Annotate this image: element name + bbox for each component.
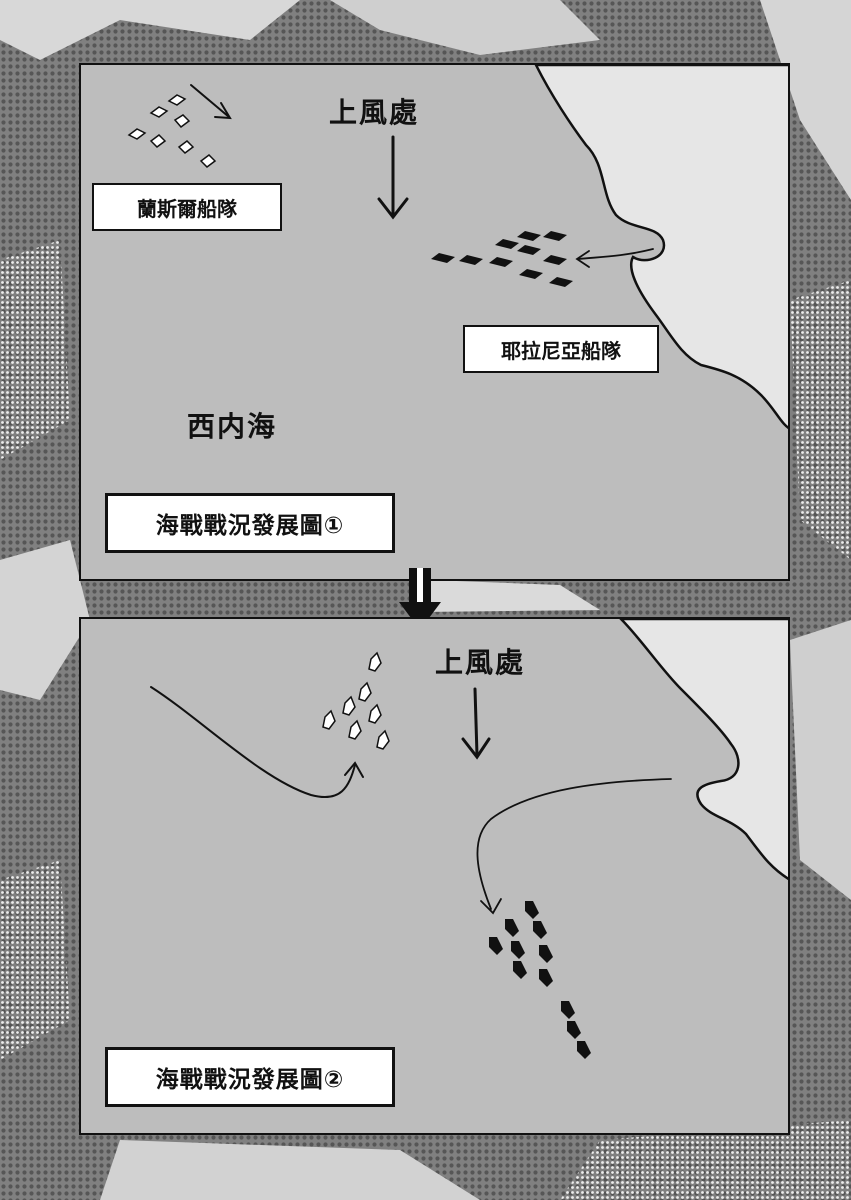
panel-1-title: 海戰戰況發展圖① [105, 493, 395, 553]
windward-arrow [461, 687, 491, 760]
windward-label: 上風處 [435, 646, 526, 679]
lanthierl-fleet-ships [322, 651, 390, 750]
coastline-land [534, 65, 788, 430]
lanthierl-fleet-arrow [190, 84, 232, 120]
lanthierl-fleet-ships [127, 94, 217, 168]
lanthierl-fleet-arrow [150, 686, 364, 798]
battle-map-panel-1: 上風處 蘭斯爾船隊 耶拉尼亞船隊 西内海 海戰戰況發展圖① [79, 63, 790, 581]
battle-map-panel-2: 上風處 海戰戰況發展圖② [79, 617, 790, 1135]
battle-map-2-drawing [150, 619, 788, 1059]
panel-2-title: 海戰戰況發展圖② [105, 1047, 395, 1107]
coastline-land [619, 619, 788, 880]
erania-fleet-label: 耶拉尼亞船隊 [463, 325, 659, 373]
windward-label: 上風處 [329, 96, 420, 129]
windward-arrow [377, 135, 409, 220]
lanthierl-fleet-label: 蘭斯爾船隊 [92, 183, 282, 231]
sea-name-label: 西内海 [187, 410, 278, 443]
double-down-arrow-icon [399, 568, 441, 630]
erania-fleet-ships [489, 901, 591, 1059]
erania-fleet-arrow [476, 778, 672, 915]
erania-fleet-ships [431, 231, 573, 287]
erania-fleet-arrow [575, 248, 654, 268]
battle-map-1-drawing [127, 65, 788, 430]
